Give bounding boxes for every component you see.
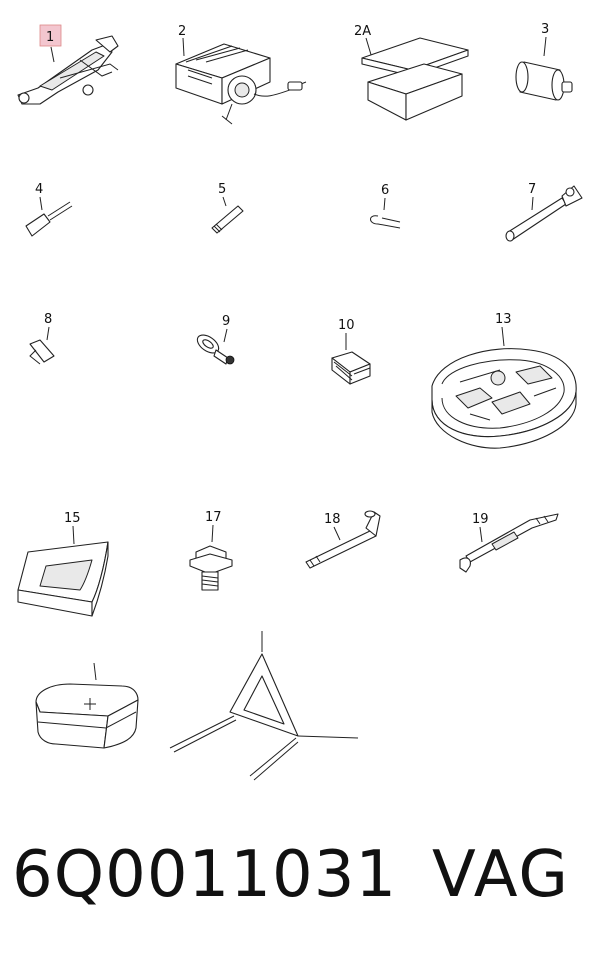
item-9-towing-eye: 9 [196, 314, 235, 365]
item-4-screwdriver: 4 [25, 182, 73, 237]
item-16-label: 18 [324, 512, 341, 527]
item-15-bolt: 17 [189, 510, 233, 591]
item-15-label: 17 [205, 510, 222, 525]
item-17-label: 19 [472, 512, 489, 527]
item-12-tool-tray: 13 [431, 312, 577, 449]
item-3-cylinder: 3 [515, 22, 573, 101]
part-number: 6Q0011031 [12, 838, 398, 912]
item-2-label: 2 [178, 24, 186, 39]
item-13-insert: 15 [17, 511, 109, 617]
item-2a-label: 2A [354, 24, 371, 39]
item-2a-box: 2A [354, 24, 469, 121]
item-5-pin: 5 [211, 182, 244, 234]
item-7-wrench: 7 [505, 182, 583, 242]
item-5-label: 5 [218, 182, 226, 197]
parts-diagram: 1 2 2A 3 [17, 22, 583, 781]
item-1-jack: 1 [17, 24, 119, 105]
item-13-label: 15 [64, 511, 81, 526]
item-9-label: 9 [222, 314, 230, 329]
item-3-label: 3 [541, 22, 549, 37]
item-8-label: 8 [44, 312, 52, 327]
item-17-strap: 19 [459, 512, 559, 573]
item-12-label: 13 [495, 312, 512, 327]
item-16-socket-wrench: 18 [305, 510, 381, 569]
item-4-label: 4 [35, 182, 43, 197]
item-10-label: 10 [338, 318, 355, 333]
item-2-compressor: 2 [175, 24, 307, 125]
item-19-warning-triangle [169, 631, 359, 781]
item-1-label: 1 [46, 30, 54, 45]
brand-name: VAG [432, 838, 570, 912]
item-6-label: 6 [381, 183, 389, 198]
item-10-pads: 10 [331, 318, 371, 385]
item-6-clip: 6 [370, 183, 401, 229]
item-18-first-aid-kit [35, 662, 139, 749]
item-8-bracket: 8 [29, 312, 55, 365]
item-1-highlight-box [39, 24, 62, 47]
item-7-label: 7 [528, 182, 536, 197]
